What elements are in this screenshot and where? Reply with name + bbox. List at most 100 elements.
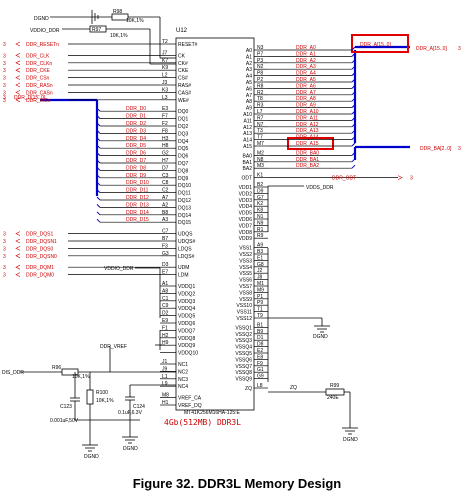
r98-value: 10K,1%: [126, 18, 144, 24]
pin-name-right: A0: [246, 48, 252, 54]
pin-number-left: B7: [162, 236, 168, 242]
r100-ref: R100: [96, 390, 108, 396]
offpage-arrow: [15, 246, 21, 251]
pin-number-right: K8: [257, 208, 263, 214]
bus-entry: [351, 91, 356, 96]
r98-ref: R98: [113, 9, 122, 15]
pin-number-right: R1: [257, 227, 264, 233]
pin-number-left: H9: [162, 340, 169, 346]
pin-number-left: H8: [162, 143, 169, 149]
pin-name-right: VSS5: [239, 271, 252, 277]
pin-number-left: K3: [162, 87, 168, 93]
offpage-arrow: [15, 67, 21, 73]
pin-name-left: WE#: [178, 98, 189, 104]
pin-number-right: R3: [257, 103, 264, 109]
pin-name-left: LDQS: [178, 246, 192, 252]
pin-name-right: A11: [243, 118, 252, 124]
pin-number-left: F7: [162, 114, 168, 120]
offpage-index: 3: [3, 68, 6, 74]
offpage-arrow: [15, 231, 21, 236]
vddio-vddq-label: VDDIO_DDR: [104, 266, 134, 272]
offpage-arrow: [15, 253, 21, 259]
bus-entry: [96, 122, 101, 127]
pin-name-right: VSS1: [239, 246, 252, 252]
pin-number-left: A8: [162, 288, 168, 294]
pin-name-right: VDD1: [239, 185, 253, 191]
pin-name-left: VDDQ3: [178, 299, 195, 305]
bus-entry: [351, 136, 356, 140]
vdds-label: VDDS_DDR: [306, 185, 334, 191]
pin-name-right: A13: [243, 131, 252, 137]
pin-name-left: DQ6: [178, 154, 189, 160]
data-net-label: DDR_D6: [126, 151, 146, 157]
data-bus-index: 3: [3, 95, 6, 101]
c124-ref: C124: [133, 404, 145, 410]
pin-name-left: VDDQ1: [178, 284, 195, 290]
pin-name-right: VSS7: [239, 284, 252, 290]
offpage-arrow: [15, 238, 21, 244]
bus-entry: [96, 181, 101, 186]
pin-number-left: F8: [162, 128, 168, 134]
pin-name-left: VDDQ7: [178, 328, 195, 334]
pin-name-left: UDQS: [178, 232, 193, 238]
pin-name-right: VSS4: [239, 265, 252, 271]
pin-number-left: K9: [162, 65, 168, 71]
pin-number-left: D2: [162, 311, 169, 317]
dis-ddr-label: DIS_DDR: [2, 370, 24, 376]
pin-number-right: T9: [257, 313, 263, 319]
pin-number-left: J3: [162, 80, 168, 86]
pin-number-left: D3: [162, 262, 169, 268]
ctrl-net-label: DDR_DQSN0: [26, 254, 57, 260]
bus-entry: [351, 85, 356, 89]
pin-number-right: P2: [257, 77, 263, 83]
pin-number-left: A2: [162, 202, 168, 208]
bus-entry: [351, 129, 356, 134]
pin-number-left: A1: [162, 281, 168, 287]
pin-name-left: DQ4: [178, 139, 189, 145]
addr-net-label: DDR_A2: [296, 58, 316, 64]
offpage-index: 3: [3, 265, 6, 271]
pin-number-right: P1: [257, 294, 263, 300]
bus-entry: [96, 218, 101, 223]
bus-entry: [96, 204, 101, 208]
pin-number-left: F3: [162, 243, 168, 249]
pin-name-right: VSS11: [237, 310, 252, 316]
pin-name-left: DQ13: [178, 205, 191, 211]
pin-number-left: L9: [162, 381, 168, 387]
pin-number-right: D9: [257, 188, 264, 194]
pin-number-right: B1: [257, 322, 263, 328]
pin-number-right: G7: [257, 195, 264, 201]
data-net-label: DDR_D0: [126, 106, 146, 112]
pin-name-left: UDQS#: [178, 239, 195, 245]
pin-number-left: M8: [162, 393, 169, 399]
pin-name-left: RESET#: [178, 42, 198, 48]
ctrl-net-label: DDR_CLKn: [26, 61, 52, 67]
bus-entry: [351, 104, 356, 108]
pin-name-right: VSSQ2: [235, 332, 252, 338]
chip-part: MT41K256M16HA-125:E: [184, 410, 241, 416]
pin-name-right: VDD9: [239, 236, 253, 242]
pin-name-left: DQ9: [178, 176, 189, 182]
bus-entry: [351, 164, 356, 169]
pin-name-left: DQ3: [178, 131, 189, 137]
data-net-label: DDR_D13: [126, 202, 149, 208]
pin-number-left: D7: [162, 165, 169, 171]
offpage-arrow: [15, 53, 21, 58]
pin-name-right: VSSQ3: [235, 338, 252, 344]
pin-name-right: VDD4: [239, 204, 253, 210]
pin-number-right: N7: [257, 122, 264, 128]
bus-entry: [351, 117, 356, 121]
pin-name-right: VDD8: [239, 230, 253, 236]
pin-number-right: E8: [257, 354, 263, 360]
bus-entry: [96, 174, 101, 179]
pin-name-left: DQ2: [178, 124, 189, 130]
pin-name-right: A3: [246, 67, 252, 73]
addr-net-label: DDR_A8: [296, 96, 316, 102]
offpage-index: 3: [3, 90, 6, 96]
pin-number-left: K7: [162, 58, 168, 64]
pin-name-left: VREF_DQ: [178, 403, 202, 409]
data-net-label: DDR_D11: [126, 188, 149, 194]
ctrl-net-label: DDR_RESETn: [26, 42, 59, 48]
